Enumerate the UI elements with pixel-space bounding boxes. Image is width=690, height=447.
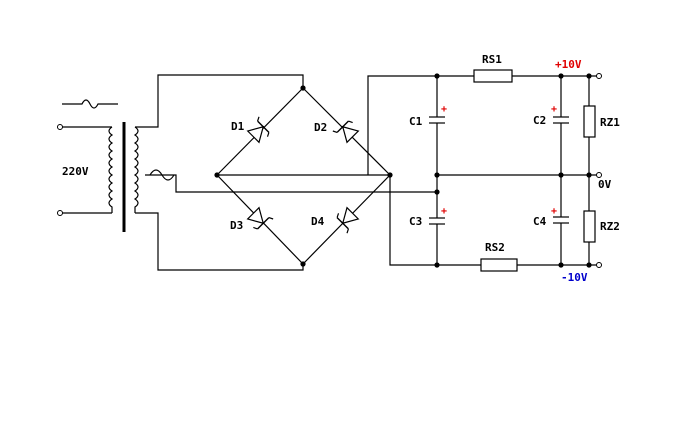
secondary-coil: [133, 126, 139, 213]
junction-dot: [387, 172, 393, 178]
diode-d1: [246, 116, 270, 144]
diode-d3: [246, 206, 274, 230]
junction-dot: [558, 73, 564, 79]
diode-d2: [332, 120, 360, 144]
label-c3: C3: [409, 215, 422, 228]
label-d1: D1: [231, 120, 245, 133]
label-c4: C4: [533, 215, 547, 228]
polarity-mark-c3: +: [441, 206, 447, 217]
label-d2: D2: [314, 121, 327, 134]
input-terminal-top: [57, 124, 63, 130]
junction-dot: [434, 73, 440, 79]
resistor-rs2: [480, 258, 518, 272]
label-rz1: RZ1: [600, 116, 620, 129]
junction-dot: [586, 73, 592, 79]
primary-coil: [108, 126, 114, 213]
secondary-wire-bottom: [135, 212, 304, 271]
junction-dot: [214, 172, 220, 178]
polarity-mark-c1: +: [441, 104, 447, 115]
label-ground-output: 0V: [598, 178, 612, 191]
resistor-rs1: [473, 69, 513, 83]
label-transformer-input: 220V: [62, 165, 89, 178]
secondary-wire-center-tap: [145, 174, 437, 193]
label-c1: C1: [409, 115, 423, 128]
junction-dot: [434, 172, 440, 178]
output-terminal-negative: [596, 262, 602, 268]
polarity-mark-c2: +: [551, 104, 557, 115]
polarity-mark-c4: +: [551, 206, 557, 217]
resistor-rz1: [583, 105, 596, 138]
label-d3: D3: [230, 219, 243, 232]
negative-rail-wire: [389, 175, 481, 266]
junction-dot: [586, 172, 592, 178]
junction-dot: [586, 262, 592, 268]
label-positive-output: +10V: [555, 58, 582, 71]
junction-dot: [434, 189, 440, 195]
label-rz2: RZ2: [600, 220, 620, 233]
junction-dot: [300, 261, 306, 267]
label-negative-output: -10V: [561, 271, 588, 284]
junction-dot: [434, 262, 440, 268]
secondary-wire-top: [135, 74, 304, 128]
diode-d4: [336, 206, 360, 234]
resistor-rz2: [583, 210, 596, 243]
label-rs2: RS2: [485, 241, 505, 254]
label-d4: D4: [311, 215, 325, 228]
label-rs1: RS1: [482, 53, 502, 66]
input-terminal-bottom: [57, 210, 63, 216]
junction-dot: [558, 262, 564, 268]
junction-dot: [558, 172, 564, 178]
label-c2: C2: [533, 114, 546, 127]
output-terminal-ground: [596, 172, 602, 178]
output-terminal-positive: [596, 73, 602, 79]
ac-symbol-primary: [62, 99, 118, 109]
junction-dot: [300, 85, 306, 91]
